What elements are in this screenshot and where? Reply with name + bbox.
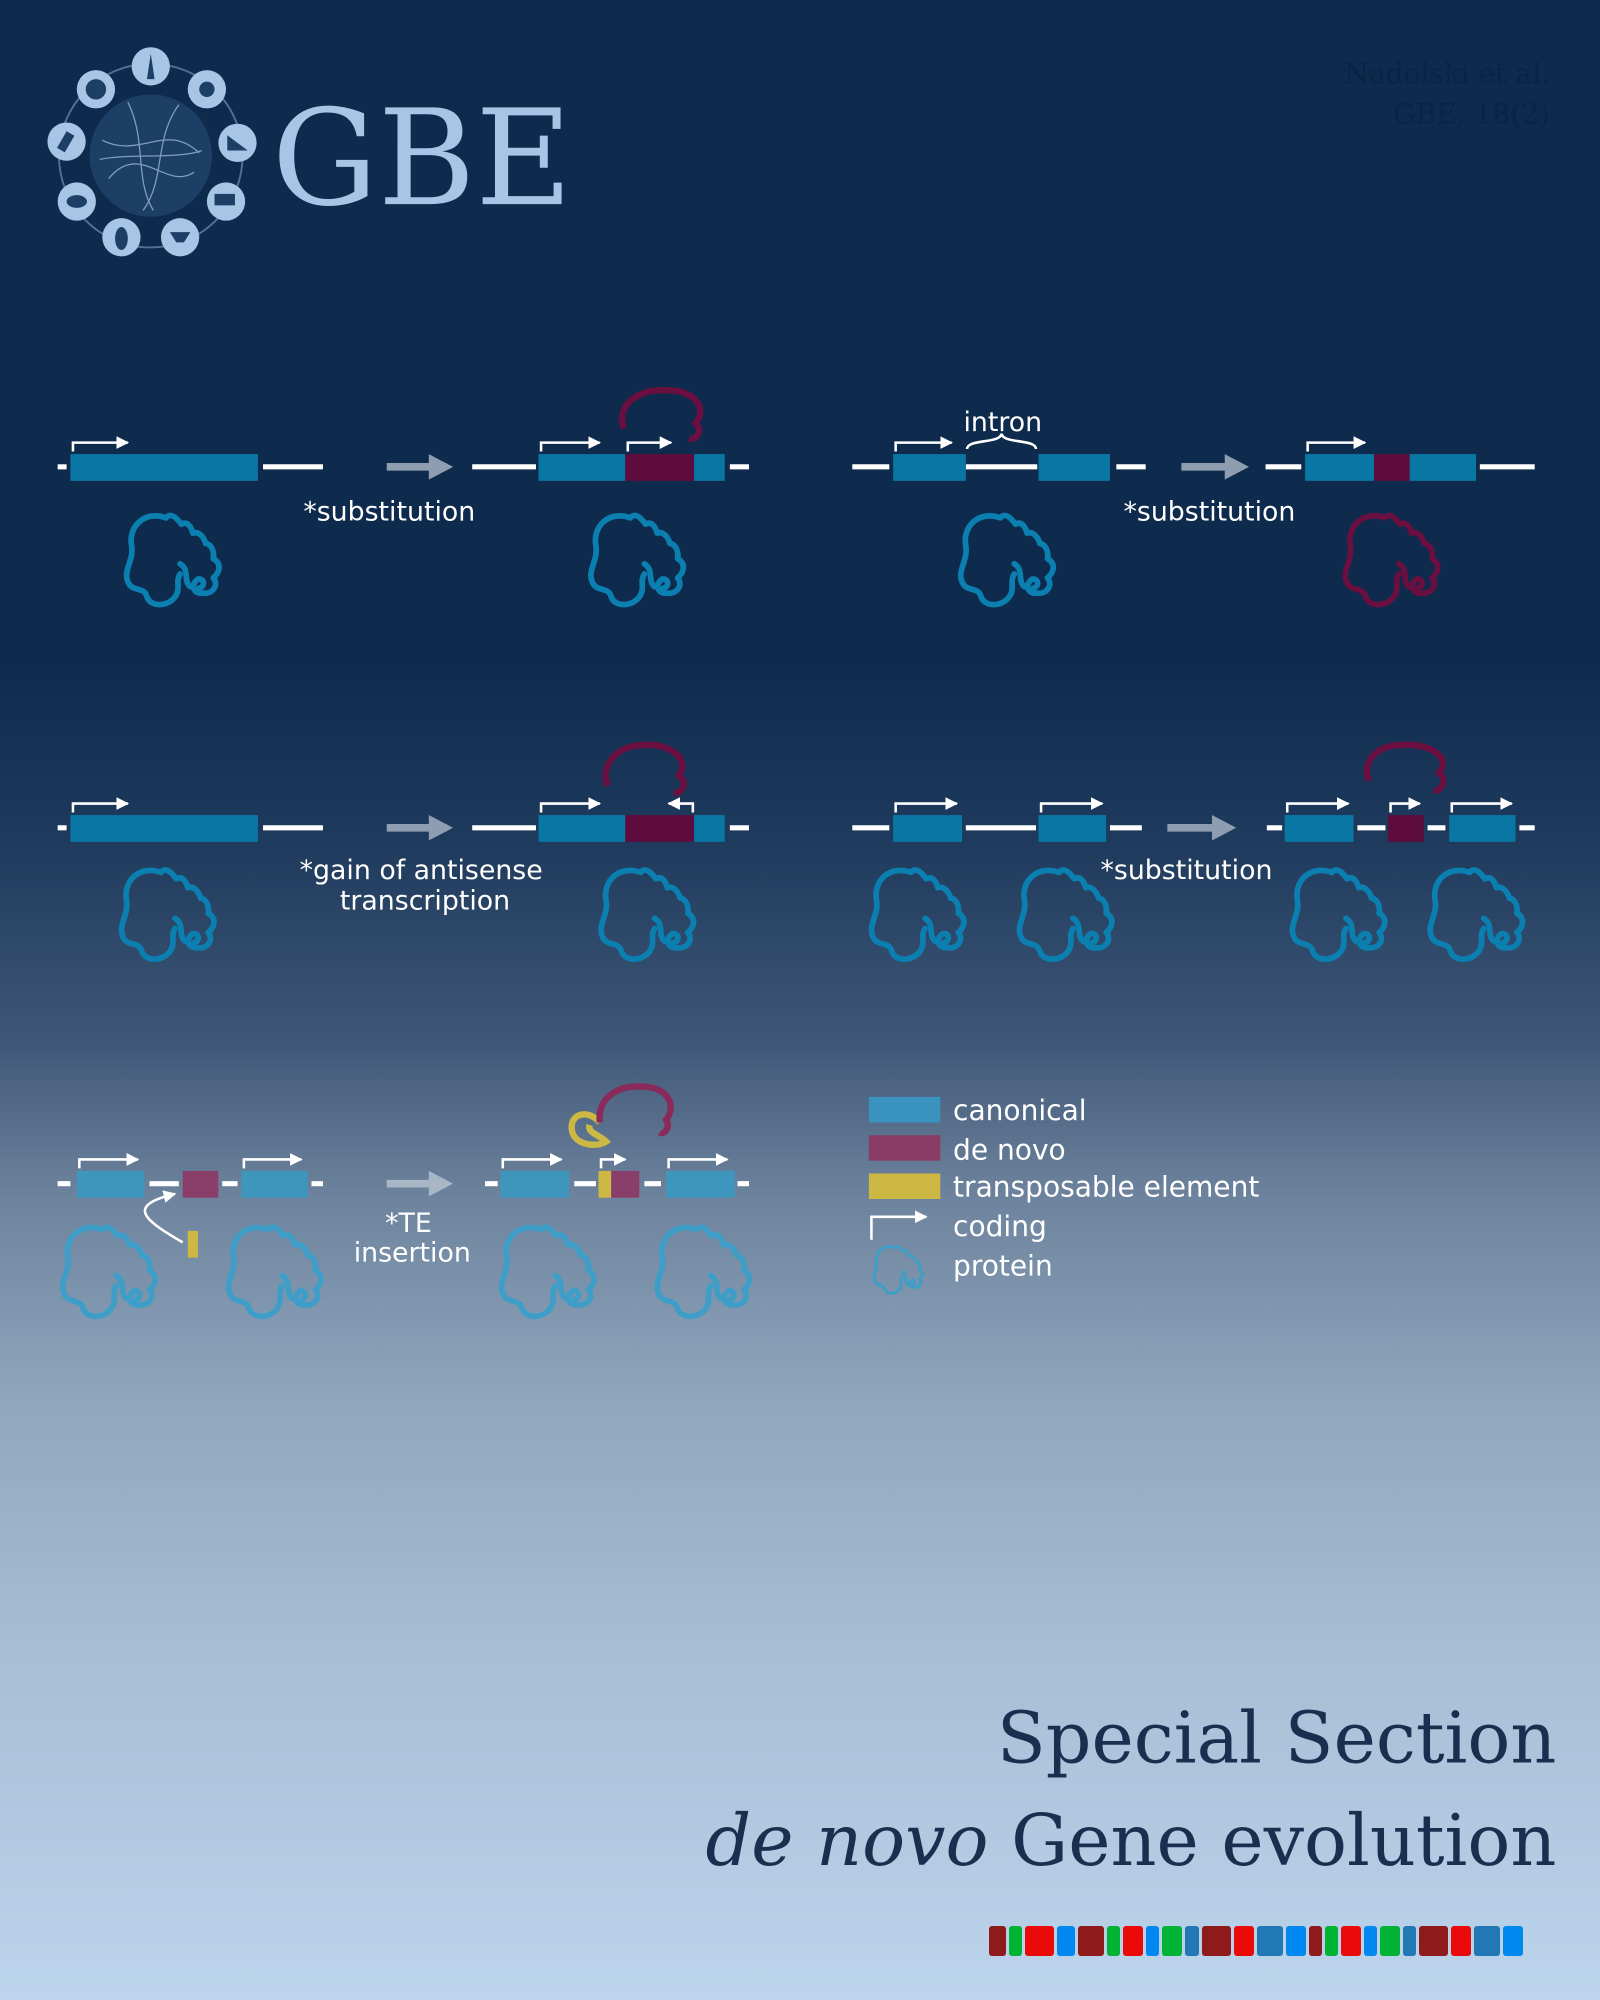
citation-volume: GBE, 18(2) (1393, 98, 1550, 131)
intron-label: intron (963, 407, 1042, 438)
legend-swatch-de-novo (868, 1135, 941, 1161)
color-block (1257, 1926, 1283, 1956)
special-section-subtitle: de novo Gene evolution (706, 1799, 1557, 1882)
panel-antisense: *gain of antisense transcription (57, 741, 749, 959)
legend-label-te: transposable element (953, 1170, 1259, 1203)
color-block (989, 1926, 1006, 1956)
mutation-label: *TE (385, 1208, 432, 1239)
mutation-label-line2: insertion (354, 1237, 471, 1268)
color-block (1380, 1926, 1400, 1956)
color-block (1364, 1926, 1377, 1956)
canonical-exon (70, 454, 258, 481)
mutation-label: *gain of antisense (300, 855, 543, 886)
coding-arrow-icon (71, 436, 130, 452)
color-block (1503, 1926, 1523, 1956)
intron-brace (965, 433, 1038, 450)
color-block (1146, 1926, 1159, 1956)
color-block (1419, 1926, 1448, 1956)
panel-te-insertion: *TE insertion (57, 1083, 750, 1316)
te-protein-icon (568, 1111, 612, 1148)
journal-logo-text: GBE (272, 82, 572, 236)
special-section-title: Special Section (997, 1697, 1557, 1780)
subtitle-rest: Gene evolution (989, 1799, 1557, 1882)
extended-protein-icon (1345, 515, 1437, 604)
panel-substitution-2: *substitution (852, 741, 1535, 959)
gbe-logo[interactable]: GBE (47, 47, 572, 257)
mutation-label: *substitution (303, 496, 475, 527)
coding-arrow-icon (870, 1210, 928, 1240)
color-block (1474, 1926, 1500, 1956)
legend-swatch-te (868, 1173, 941, 1199)
color-block (1202, 1926, 1231, 1956)
color-block (1341, 1926, 1361, 1956)
legend: canonical de novo transposable element c… (868, 1094, 1259, 1295)
de-novo-protein-icon (618, 387, 704, 442)
legend-label-de-novo: de novo (953, 1133, 1066, 1166)
insertion-arrow-icon (143, 1190, 184, 1244)
antisense-arrow-icon (667, 797, 695, 813)
mutation-label: *substitution (1123, 496, 1295, 527)
panel-intron-substitution: intron *substitution (852, 407, 1535, 604)
decorative-color-bar (989, 1926, 1523, 1956)
color-block (1057, 1926, 1075, 1956)
protein-icon (127, 515, 219, 604)
color-block (1234, 1926, 1254, 1956)
color-block (1451, 1926, 1471, 1956)
panel-substitution-1: *substitution (57, 387, 749, 604)
legend-label-coding: coding (953, 1210, 1047, 1243)
legend-label-canonical: canonical (953, 1094, 1087, 1127)
color-block (1009, 1926, 1022, 1956)
color-block (1078, 1926, 1104, 1956)
mutation-label-line2: transcription (340, 885, 510, 916)
legend-label-protein: protein (953, 1250, 1053, 1283)
subtitle-italic: de novo (706, 1799, 989, 1882)
color-block (1185, 1926, 1199, 1956)
protein-icon (591, 515, 683, 604)
color-block (1325, 1926, 1338, 1956)
color-block (1403, 1926, 1416, 1956)
legend-swatch-canonical (868, 1096, 941, 1123)
color-block (1286, 1926, 1306, 1956)
color-block (1123, 1926, 1143, 1956)
color-block (1107, 1926, 1120, 1956)
mutation-label: *substitution (1101, 855, 1273, 886)
de-novo-exon (625, 454, 695, 481)
citation-authors: Nadolski et al. (1344, 57, 1550, 90)
color-block (1309, 1926, 1322, 1956)
color-block (1162, 1926, 1182, 1956)
color-block (1025, 1926, 1054, 1956)
protein-icon (872, 1244, 925, 1295)
transposable-element (187, 1230, 198, 1258)
